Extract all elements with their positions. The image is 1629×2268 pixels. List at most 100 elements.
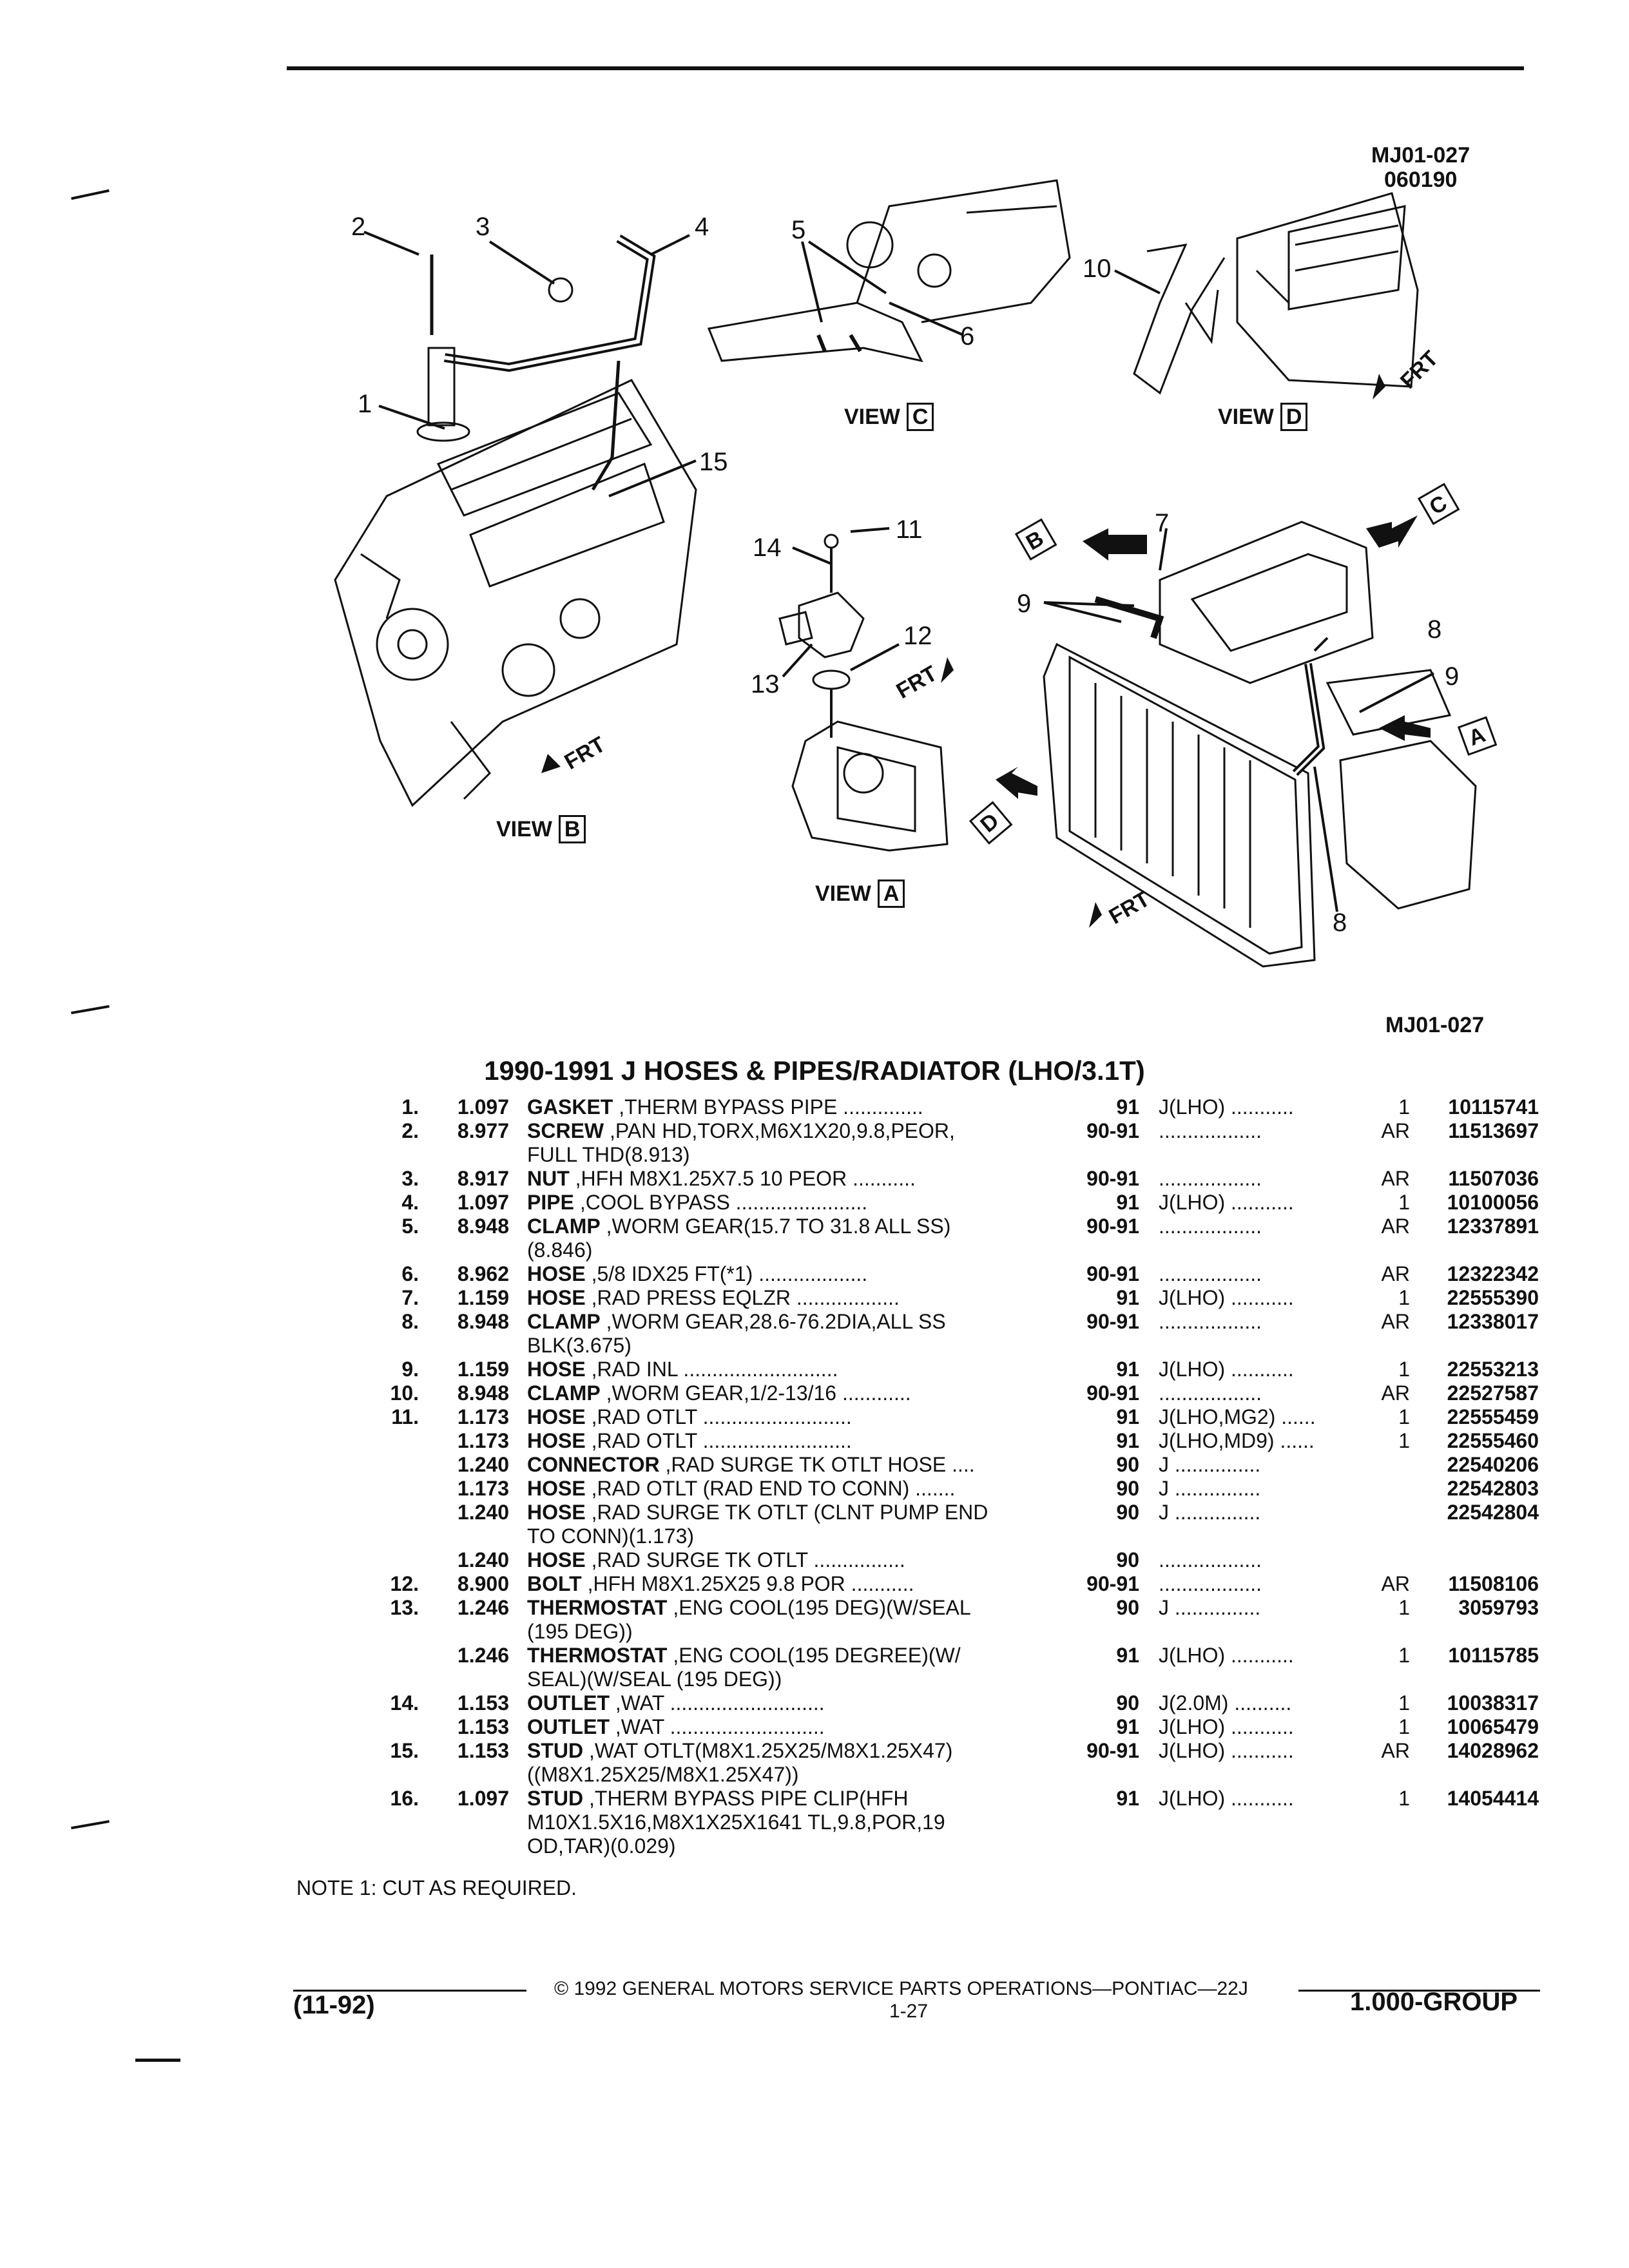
- model-code: J ...............: [1159, 1453, 1261, 1476]
- group-number: 8.948: [457, 1381, 509, 1405]
- model-years: 90-91: [1086, 1167, 1139, 1190]
- part-detail: ,ENG COOL(195 DEGREE)(W/ SEAL)(W/SEAL (1…: [527, 1644, 961, 1691]
- part-name: NUT: [527, 1167, 570, 1190]
- part-detail: ,WAT ...........................: [609, 1715, 825, 1738]
- model-code: J(LHO) ...........: [1159, 1095, 1294, 1119]
- quantity: 1: [1398, 1691, 1410, 1715]
- model-years: 91: [1116, 1644, 1139, 1667]
- model-code: J ...............: [1159, 1501, 1261, 1524]
- part-number: 10065479: [1447, 1715, 1539, 1738]
- description: OUTLET ,WAT ...........................: [527, 1715, 1068, 1739]
- quantity: 1: [1398, 1286, 1410, 1309]
- group-number: 1.246: [457, 1644, 509, 1667]
- group-number: 8.900: [457, 1572, 509, 1595]
- group-number: 1.153: [457, 1715, 509, 1738]
- model-years: 90: [1116, 1691, 1139, 1715]
- group-number: 1.159: [457, 1358, 509, 1381]
- group-number: 8.917: [457, 1167, 509, 1190]
- footer-rule-left: [293, 1990, 526, 1992]
- model-years: 90-91: [1086, 1119, 1139, 1142]
- item-number: 11.: [391, 1405, 419, 1428]
- part-name: HOSE: [527, 1477, 586, 1500]
- part-detail: ,THERM BYPASS PIPE CLIP(HFH M10X1.5X16,M…: [527, 1787, 945, 1858]
- part-number: 22542804: [1447, 1501, 1539, 1524]
- part-detail: ,RAD OTLT ..........................: [585, 1429, 852, 1452]
- part-detail: ,RAD OTLT ..........................: [585, 1405, 852, 1428]
- item-number: 1.: [401, 1095, 419, 1119]
- part-number: 22555459: [1447, 1405, 1539, 1428]
- quantity: AR: [1381, 1262, 1410, 1285]
- top-rule: [287, 66, 1524, 70]
- part-name: CLAMP: [527, 1381, 601, 1405]
- part-detail: ,WAT OTLT(M8X1.25X25/M8X1.25X47) ((M8X1.…: [527, 1739, 953, 1786]
- description: HOSE ,RAD OTLT (RAD END TO CONN) .......: [527, 1477, 1068, 1501]
- model-code: J(LHO) ...........: [1159, 1715, 1294, 1738]
- part-number: 11513697: [1448, 1119, 1539, 1142]
- group-number: 1.097: [457, 1787, 509, 1810]
- description: CLAMP ,WORM GEAR,1/2-13/16 ............: [527, 1381, 1068, 1405]
- model-years: 91: [1116, 1286, 1139, 1309]
- group-number: 1.153: [457, 1691, 509, 1715]
- part-detail: ,PAN HD,TORX,M6X1X20,9.8,PEOR, FULL THD(…: [527, 1119, 955, 1166]
- item-number: 5.: [401, 1215, 419, 1238]
- model-code: ..................: [1159, 1572, 1262, 1595]
- model-years: 90: [1116, 1548, 1139, 1571]
- model-years: 91: [1116, 1715, 1139, 1738]
- model-code: J ...............: [1159, 1596, 1261, 1619]
- part-detail: ,RAD SURGE TK OTLT ................: [585, 1548, 905, 1571]
- quantity: 1: [1398, 1715, 1410, 1738]
- part-number: 22555390: [1447, 1286, 1539, 1309]
- part-detail: ,RAD SURGE TK OTLT HOSE ....: [659, 1453, 975, 1476]
- model-years: 90: [1116, 1453, 1139, 1476]
- part-name: OUTLET: [527, 1715, 610, 1738]
- quantity: AR: [1381, 1381, 1410, 1405]
- model-years: 91: [1116, 1095, 1139, 1119]
- description: HOSE ,RAD OTLT .........................…: [527, 1429, 1068, 1453]
- model-code: J ...............: [1159, 1477, 1261, 1500]
- model-years: 90: [1116, 1596, 1139, 1619]
- model-years: 91: [1116, 1405, 1139, 1428]
- model-code: J(2.0M) ..........: [1159, 1691, 1292, 1715]
- item-number: 12.: [390, 1572, 419, 1595]
- part-name: PIPE: [527, 1191, 574, 1214]
- part-detail: ,HFH M8X1.25X7.5 10 PEOR ...........: [569, 1167, 916, 1190]
- part-detail: ,5/8 IDX25 FT(*1) ...................: [585, 1262, 868, 1285]
- item-number: 16.: [390, 1787, 419, 1810]
- description: HOSE ,RAD SURGE TK OTLT ................: [527, 1548, 1068, 1572]
- model-code: ..................: [1159, 1262, 1262, 1285]
- model-code: J(LHO) ...........: [1159, 1286, 1294, 1309]
- part-detail: ,RAD OTLT (RAD END TO CONN) .......: [585, 1477, 956, 1500]
- part-number: 22540206: [1447, 1453, 1539, 1476]
- quantity: 1: [1398, 1095, 1410, 1119]
- item-number: 6.: [401, 1262, 419, 1285]
- model-years: 91: [1116, 1787, 1139, 1810]
- part-detail: ,WORM GEAR,1/2-13/16 ............: [600, 1381, 911, 1405]
- model-code: ..................: [1159, 1310, 1262, 1333]
- part-name: CONNECTOR: [527, 1453, 660, 1476]
- model-years: 90-91: [1086, 1310, 1139, 1333]
- part-number: 10115785: [1448, 1644, 1539, 1667]
- description: HOSE ,RAD SURGE TK OTLT (CLNT PUMP END T…: [527, 1501, 1068, 1548]
- description: BOLT ,HFH M8X1.25X25 9.8 POR ...........: [527, 1572, 1068, 1596]
- model-code: J(LHO,MG2) ......: [1159, 1405, 1316, 1428]
- group-label: 1.000-GROUP: [1350, 1988, 1518, 2016]
- model-years: 91: [1116, 1191, 1139, 1214]
- model-years: 90-91: [1086, 1381, 1139, 1405]
- part-detail: ,WORM GEAR(15.7 TO 31.8 ALL SS) (8.846): [527, 1215, 951, 1262]
- description: PIPE ,COOL BYPASS ......................…: [527, 1191, 1068, 1215]
- part-name: OUTLET: [527, 1691, 610, 1715]
- model-code: ..................: [1159, 1215, 1262, 1238]
